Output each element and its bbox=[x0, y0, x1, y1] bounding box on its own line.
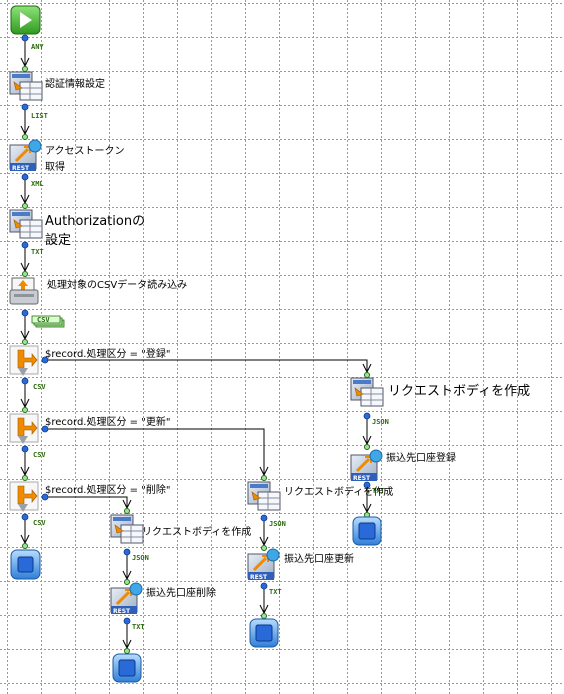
rest-delete-label: 振込先口座削除 bbox=[146, 586, 216, 599]
data-type-tags: ANY LIST XML TXT CSV CSV CSV CSV JSON TX… bbox=[31, 43, 389, 631]
body-register-label: リクエストボディを作成 bbox=[388, 383, 530, 399]
rest-icon[interactable]: REST bbox=[350, 449, 383, 482]
svg-text:REST: REST bbox=[113, 608, 131, 615]
input-ports bbox=[22, 66, 370, 654]
tag-rest-upd-out: TXT bbox=[269, 588, 282, 596]
end-icon[interactable] bbox=[112, 653, 142, 683]
svg-text:REST: REST bbox=[12, 165, 30, 172]
body-delete-label: リクエストボディを作成 bbox=[142, 525, 251, 538]
body-update-label: リクエストボディを作成 bbox=[284, 485, 393, 498]
tag-cond1-out: CSV bbox=[33, 383, 46, 391]
tag-body-reg-out: JSON bbox=[372, 418, 389, 426]
start-icon[interactable] bbox=[10, 5, 41, 35]
tag-token-out: XML bbox=[31, 180, 44, 188]
mapper-icon[interactable] bbox=[110, 514, 144, 544]
rest-icon[interactable]: REST bbox=[110, 582, 143, 615]
cond-delete-label: $record.処理区分 = "削除" bbox=[45, 483, 170, 496]
rest-icon[interactable]: REST bbox=[9, 139, 42, 172]
svg-text:REST: REST bbox=[250, 574, 268, 581]
end-icon[interactable] bbox=[10, 549, 41, 580]
tag-authz-out: TXT bbox=[31, 248, 44, 256]
rest-icon[interactable]: REST bbox=[247, 548, 280, 581]
csv-read-icon[interactable] bbox=[9, 277, 39, 305]
authorization-label-2: 設定 bbox=[45, 232, 71, 248]
branch-icon[interactable] bbox=[9, 481, 39, 512]
tag-cond3-out: CSV bbox=[33, 519, 46, 527]
branch-icon[interactable] bbox=[9, 345, 39, 376]
rest-register-label: 振込先口座登録 bbox=[386, 451, 456, 464]
connectors bbox=[20, 38, 372, 650]
access-token-label-2: 取得 bbox=[45, 161, 65, 173]
branch-icon[interactable] bbox=[9, 413, 39, 444]
mapper-icon[interactable] bbox=[9, 209, 43, 239]
csv-stack-tag: CSV bbox=[31, 315, 65, 328]
rest-update-label: 振込先口座更新 bbox=[284, 552, 354, 565]
authorization-label-1: Authorizationの bbox=[45, 214, 145, 229]
svg-text:REST: REST bbox=[353, 475, 371, 482]
tag-body-del-out: JSON bbox=[132, 554, 149, 562]
tag-start-out: ANY bbox=[31, 43, 44, 51]
end-icon[interactable] bbox=[249, 618, 279, 648]
mapper-icon[interactable] bbox=[9, 71, 43, 101]
tag-body-upd-out: JSON bbox=[269, 520, 286, 528]
cond-register-label: $record.処理区分 = "登録" bbox=[45, 347, 170, 360]
tag-csv-out: CSV bbox=[37, 316, 50, 324]
ports bbox=[21, 34, 371, 625]
end-icon[interactable] bbox=[352, 516, 382, 546]
mapper-icon[interactable] bbox=[247, 481, 281, 511]
auth-info-label: 認証情報設定 bbox=[45, 77, 105, 90]
mapper-icon[interactable] bbox=[350, 377, 384, 407]
tag-rest-del-out: TXT bbox=[132, 623, 145, 631]
tag-cond2-out: CSV bbox=[33, 451, 46, 459]
cond-update-label: $record.処理区分 = "更新" bbox=[45, 415, 170, 428]
csv-read-label: 処理対象のCSVデータ読み込み bbox=[47, 278, 187, 291]
tag-rest-reg-out: TXT bbox=[372, 487, 385, 495]
access-token-label-1: アクセストークン bbox=[45, 145, 125, 157]
tag-auth-out: LIST bbox=[31, 112, 48, 120]
